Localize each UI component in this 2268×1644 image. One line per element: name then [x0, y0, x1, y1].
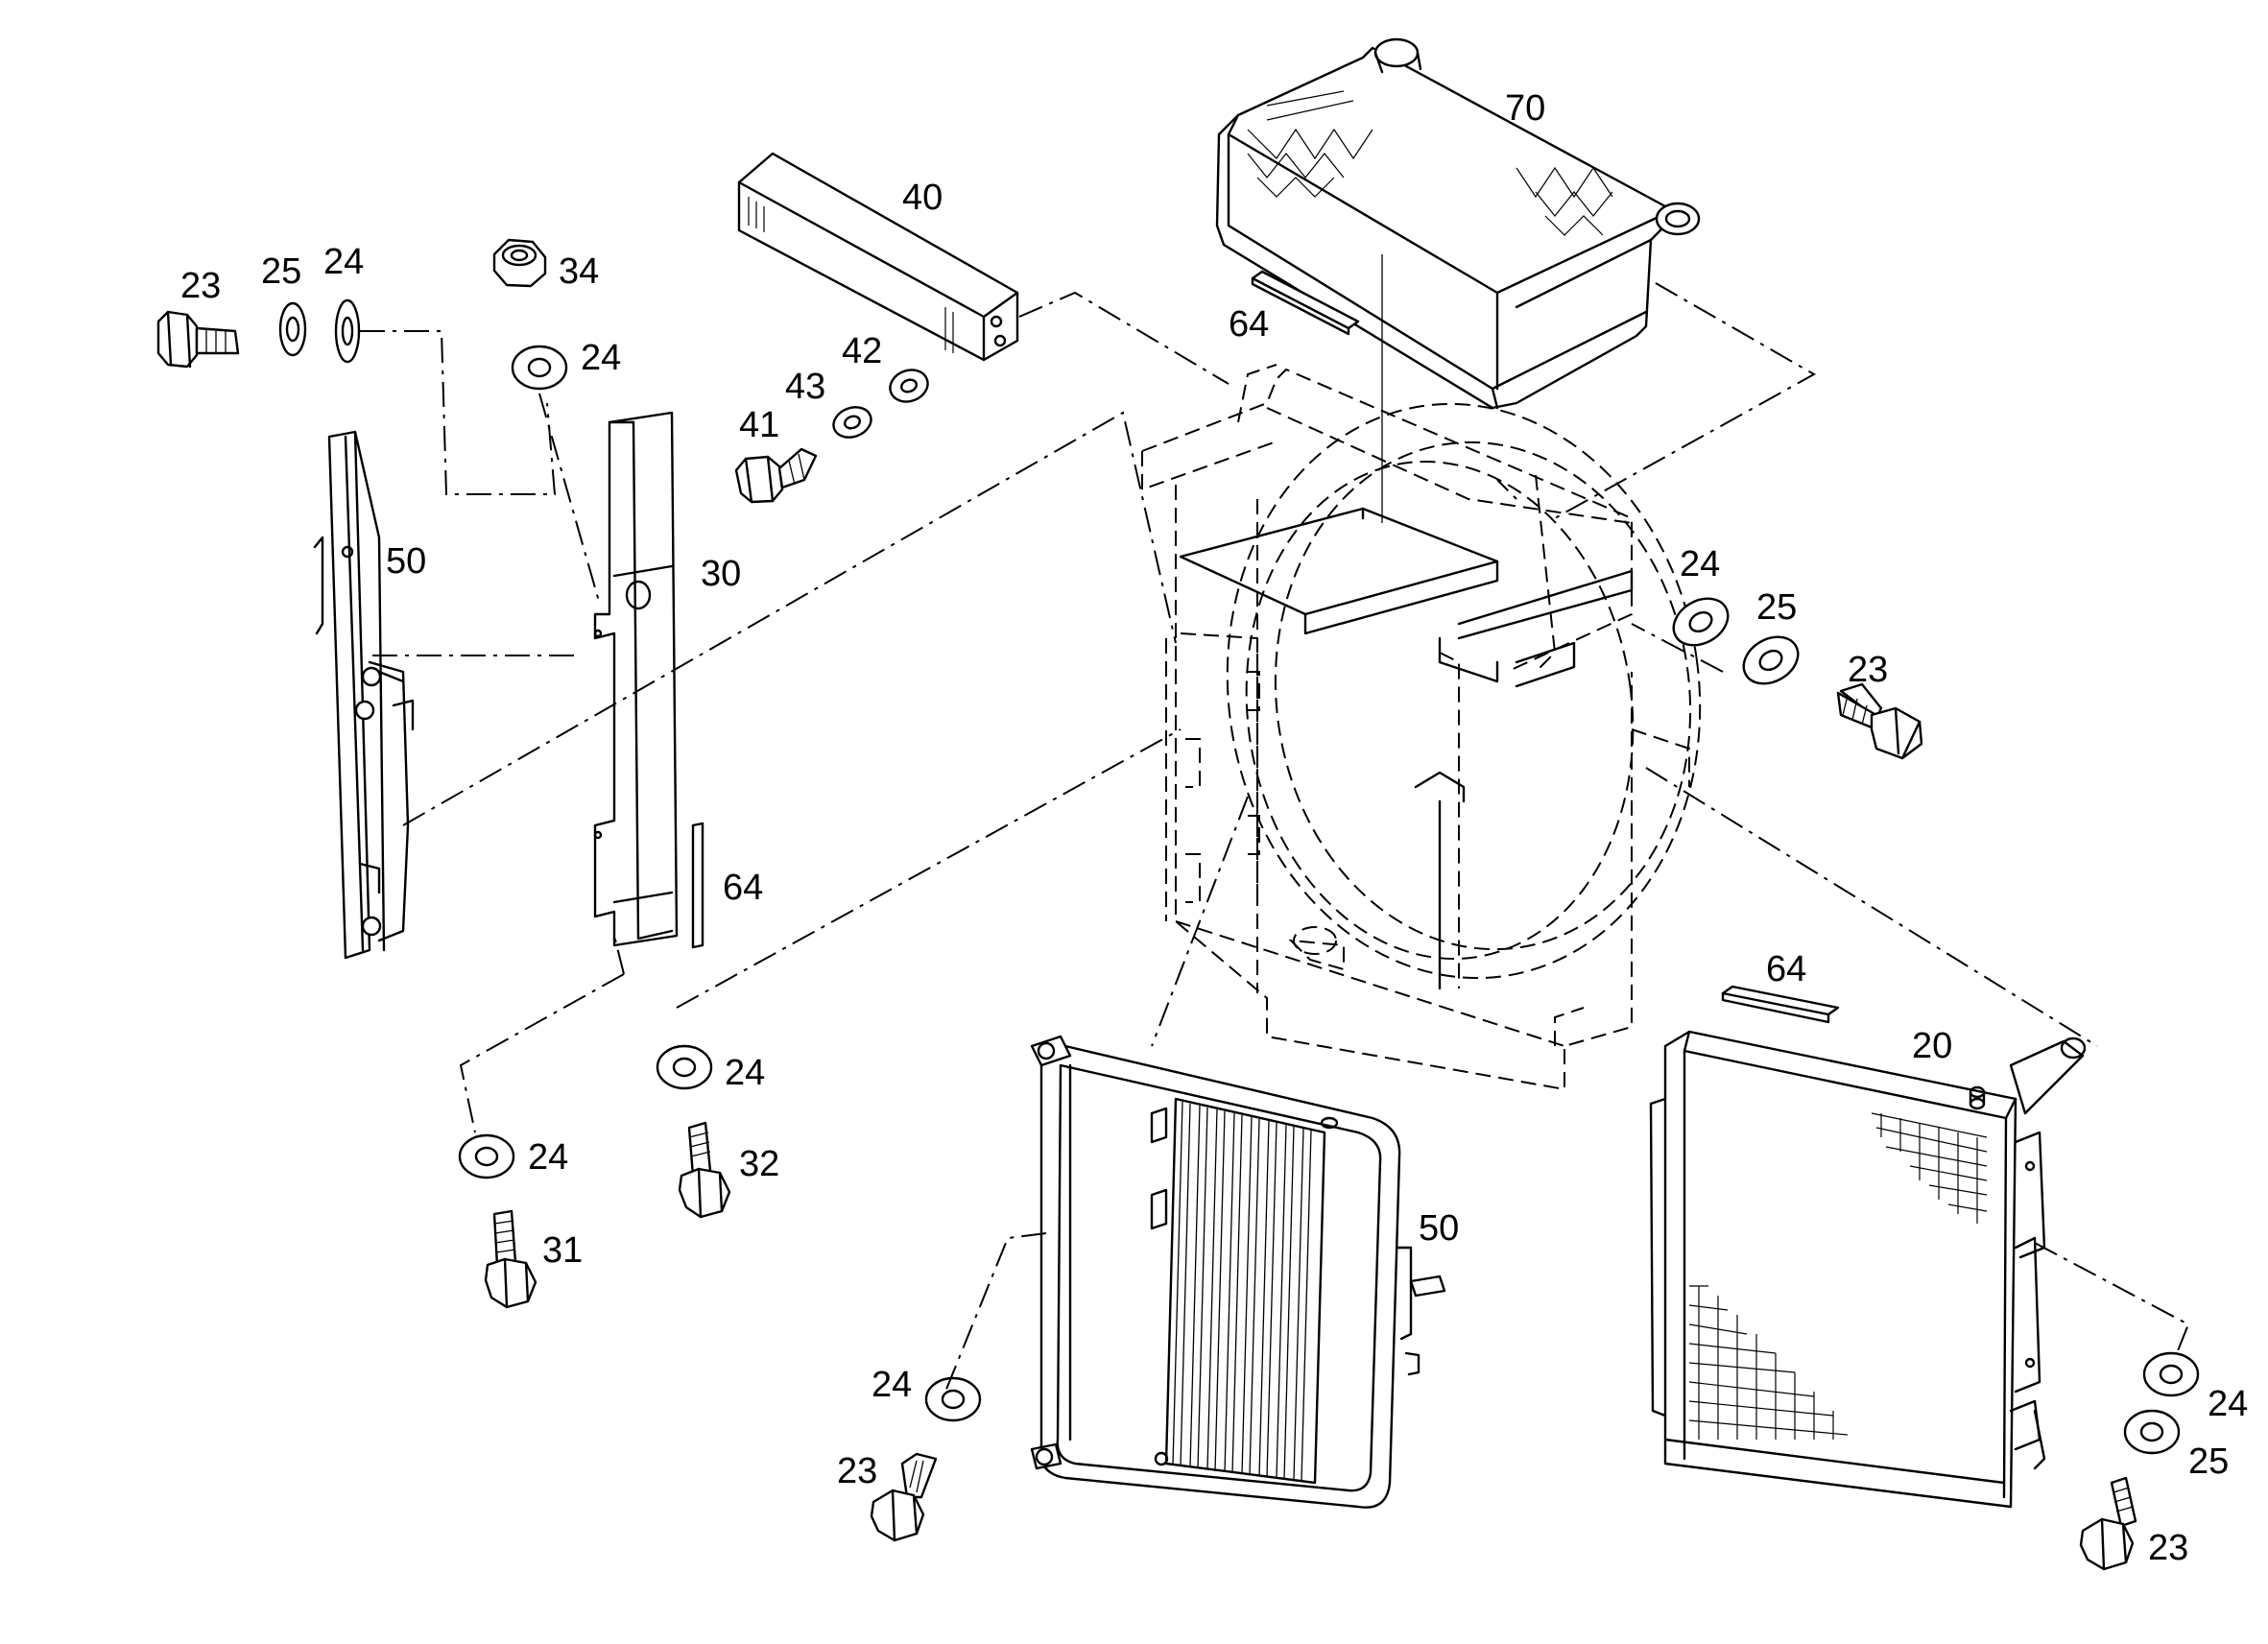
- washer-24-bottom-right: [2142, 1351, 2200, 1397]
- washer-24-right: [1672, 597, 1730, 647]
- washer-24-under-nut: [511, 345, 568, 391]
- label-23-top-left: 23: [180, 266, 221, 306]
- bolt-41: [734, 447, 818, 504]
- bolt-23-top-left: [156, 310, 240, 369]
- label-23-right: 23: [1848, 650, 1888, 690]
- label-64-right: 64: [1766, 949, 1806, 989]
- bolt-23-bottom-left: [870, 1452, 938, 1542]
- bolt-31: [484, 1209, 537, 1309]
- label-25-bottom-right: 25: [2188, 1441, 2229, 1482]
- fan-shroud-frame: [1141, 364, 1702, 1091]
- label-34: 34: [559, 251, 599, 292]
- washer-43: [832, 406, 872, 439]
- intercooler-part-70: [1215, 37, 1701, 523]
- washer-25-bottom-right: [2123, 1409, 2181, 1455]
- label-32: 32: [739, 1144, 779, 1184]
- washer-42: [889, 369, 929, 403]
- label-25-right: 25: [1756, 587, 1797, 628]
- assembly-lines: [360, 282, 2190, 1393]
- washer-24-bottom-left: [924, 1376, 982, 1422]
- label-42: 42: [842, 331, 882, 371]
- bolt-23-right: [1836, 682, 1923, 760]
- label-23-bottom-left: 23: [837, 1451, 877, 1491]
- label-24-right: 24: [1680, 544, 1720, 584]
- label-40: 40: [902, 178, 943, 218]
- bolt-23-bottom-right: [2079, 1476, 2137, 1571]
- strip-part-64-right: [1721, 985, 1840, 1024]
- bolt-32: [678, 1121, 731, 1219]
- label-20: 20: [1912, 1026, 1952, 1066]
- label-25-top-left: 25: [261, 251, 301, 292]
- washer-24-over-32: [656, 1044, 713, 1090]
- label-24-bottom-right: 24: [2208, 1384, 2248, 1424]
- washer-25-top-left: [278, 301, 307, 357]
- label-24-over-31: 24: [528, 1137, 568, 1178]
- washer-24-top-left: [334, 298, 361, 364]
- strip-part-64-top: [1251, 270, 1360, 336]
- label-50-bottom: 50: [1419, 1208, 1459, 1249]
- label-23-bottom-right: 23: [2148, 1528, 2188, 1568]
- condenser-part-50-bottom: [1030, 1035, 1446, 1509]
- part-labels: 70 40 64 23 25 24 34 24 42 43 41 50 30 6…: [180, 88, 2248, 1568]
- condenser-part-50-left: [313, 430, 415, 960]
- label-24-under-nut: 24: [581, 338, 621, 378]
- bar-part-40: [737, 152, 1019, 362]
- label-50-left: 50: [386, 541, 426, 582]
- label-43: 43: [785, 367, 825, 407]
- label-24-bottom-left: 24: [871, 1365, 912, 1405]
- label-24-top-left: 24: [323, 242, 364, 282]
- label-41: 41: [739, 405, 779, 445]
- mounting-bracket: [1179, 507, 1634, 990]
- label-64-left: 64: [723, 868, 763, 908]
- label-70: 70: [1505, 88, 1545, 129]
- label-31: 31: [542, 1230, 583, 1271]
- side-plate-part-30: [593, 411, 679, 947]
- label-64-top: 64: [1229, 304, 1269, 345]
- strip-part-64-left: [691, 822, 704, 949]
- label-30: 30: [701, 554, 741, 594]
- radiator-part-20: [1649, 1030, 2087, 1509]
- washer-24-over-31: [458, 1133, 515, 1179]
- label-24-over-32: 24: [725, 1053, 765, 1093]
- washer-25-right: [1742, 635, 1800, 685]
- nut-34: [492, 238, 547, 288]
